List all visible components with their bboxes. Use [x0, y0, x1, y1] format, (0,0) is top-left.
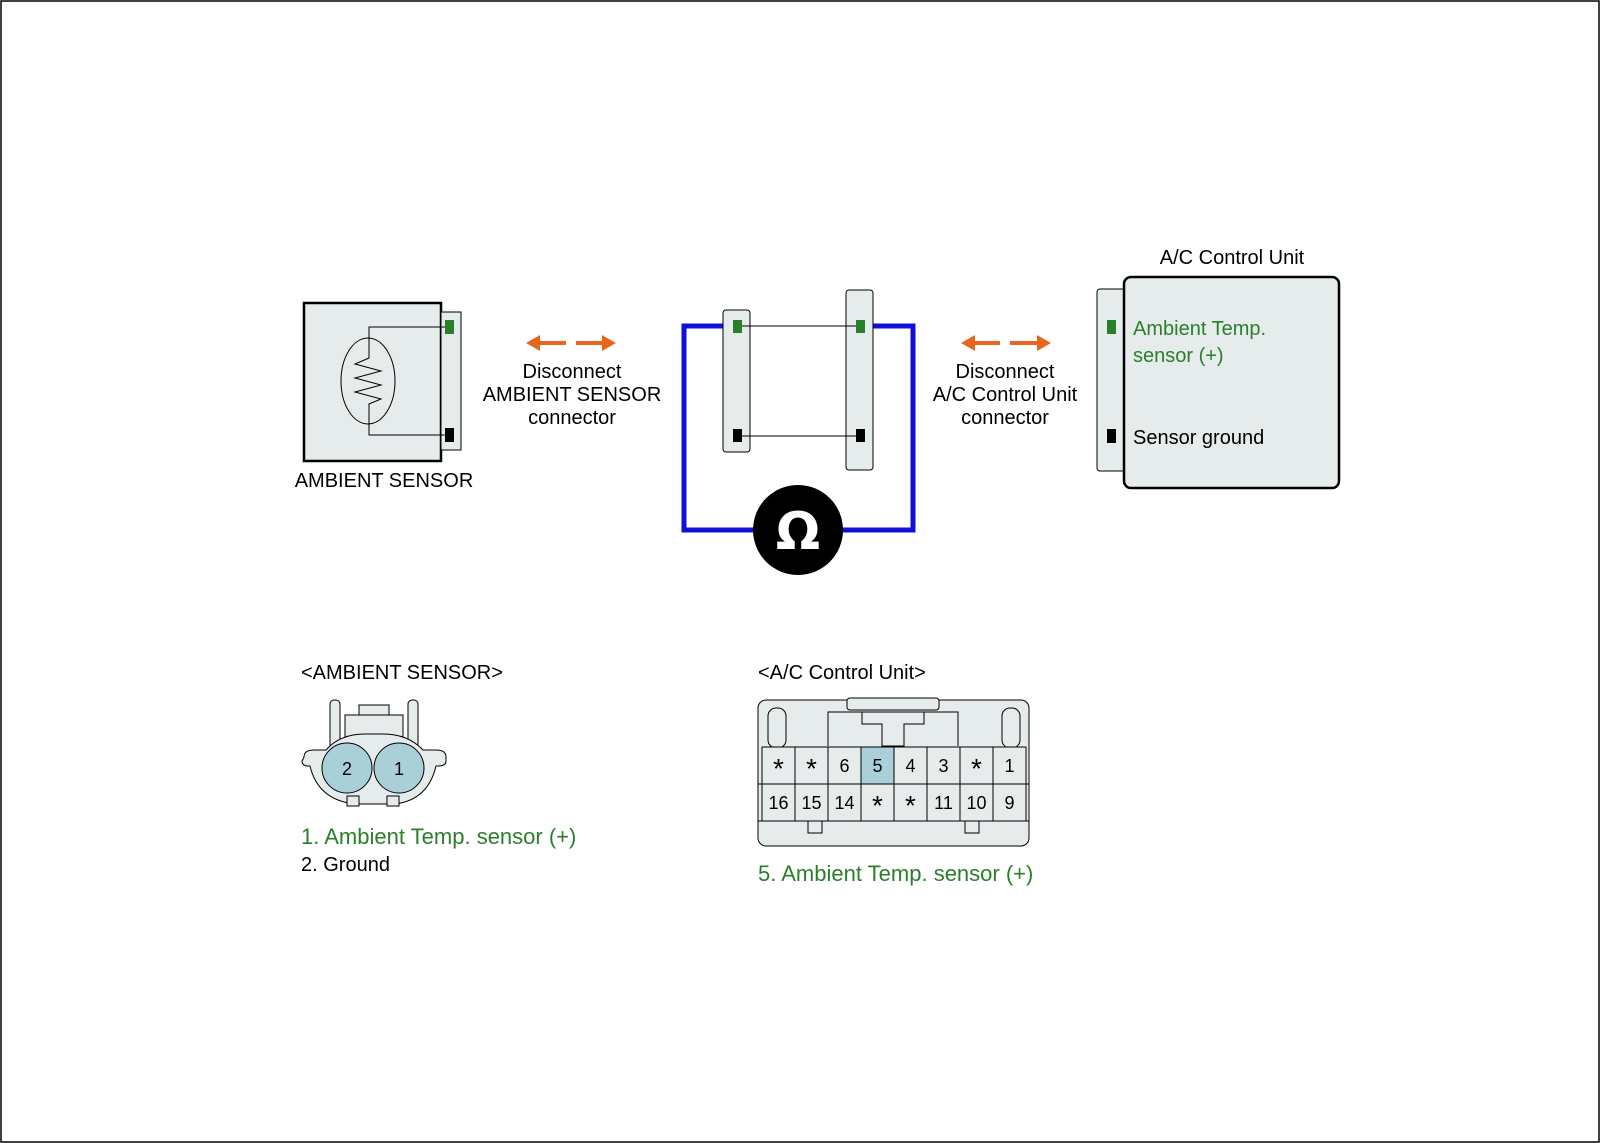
terminal-signal-ambient-side: [733, 320, 742, 333]
ac-pin-cell: [926, 783, 961, 822]
ac-pin-label: 3: [938, 756, 948, 776]
ac-connector-foot-left: [807, 820, 823, 834]
harness-connector-ambient-side: [722, 309, 751, 453]
ac-pin-label: *: [773, 753, 784, 784]
disconnect-ac-line3: connector: [961, 407, 1049, 429]
disconnect-ambient-line3: connector: [528, 407, 616, 429]
ambient-pin-1-label: 1: [394, 759, 404, 779]
ac-unit-body: [1122, 275, 1341, 490]
ambient-legend-1: 1. Ambient Temp. sensor (+): [301, 824, 576, 849]
ac-connector-title: <A/C Control Unit>: [758, 662, 926, 684]
ohmmeter-body: [753, 485, 843, 575]
arrow-right-icon: [602, 335, 616, 351]
probe-lead-left: [681, 323, 760, 533]
ac-pin-cell: [827, 783, 862, 822]
disconnect-ac-line1: Disconnect: [956, 361, 1055, 383]
ac-connector-legend: 5. Ambient Temp. sensor (+): [758, 861, 1033, 886]
disconnect-ambient-line1: Disconnect: [523, 361, 622, 383]
ac-pin-cell: [827, 746, 862, 785]
measurement-circuit: Ω: [681, 289, 916, 575]
ac-unit-signal-label-line1: Ambient Temp.: [1133, 318, 1266, 340]
ac-pin-label: 9: [1004, 793, 1014, 813]
ac-unit-ground-label: Sensor ground: [1133, 427, 1264, 449]
ac-pin-cell: [893, 783, 928, 822]
ac-pin-cell: [860, 746, 895, 785]
ac-pin-cell: [761, 783, 796, 822]
arrow-left-icon: [526, 335, 540, 351]
ac-pin-cell: [893, 746, 928, 785]
ambient-connector-face: <AMBIENT SENSOR> 2 1 1. Ambient Temp. se…: [301, 662, 576, 876]
arrow-left-icon: [961, 335, 975, 351]
ac-pin-label: 15: [801, 793, 821, 813]
ac-pin-cell: [959, 783, 994, 822]
ac-pin-cell: [992, 783, 1027, 822]
ac-pin-label: *: [806, 753, 817, 784]
harness-connector-ac-side: [845, 289, 874, 471]
ambient-pin-2: [321, 742, 373, 794]
ac-pin-label: 11: [934, 793, 953, 813]
ambient-connector-title: <AMBIENT SENSOR>: [301, 662, 503, 684]
ambient-sensor: AMBIENT SENSOR: [295, 301, 474, 492]
thermistor-outline: [340, 337, 396, 425]
ac-pin-label: *: [872, 790, 883, 821]
ac-pin-label: 14: [834, 793, 854, 813]
disconnect-ambient-label: Disconnect AMBIENT SENSOR connector: [483, 361, 662, 429]
ac-pin-label: 10: [966, 793, 986, 813]
ac-pin-cell: [761, 746, 796, 785]
ac-connector-key: [861, 712, 925, 747]
ac-pin-cell: [926, 746, 961, 785]
ac-pin-label: 16: [768, 793, 788, 813]
housing-foot-left: [346, 795, 360, 807]
ac-connector-top-tab: [846, 697, 940, 711]
disconnect-ac-line2: A/C Control Unit: [933, 384, 1078, 406]
ac-unit-pin-signal: [1107, 320, 1116, 334]
ambient-sensor-internal-wiring: [368, 326, 445, 436]
ac-connector-pin-grid: * * 6 5 4 3 * 1 16 15 14 * * 11 10 9: [761, 746, 1027, 822]
probe-lead-right: [837, 323, 916, 533]
disconnect-ambient-arrows: [526, 335, 616, 351]
ac-pin-label: 1: [1004, 756, 1014, 776]
disconnect-ac-label: Disconnect A/C Control Unit connector: [933, 361, 1078, 429]
ambient-sensor-label: AMBIENT SENSOR: [295, 470, 474, 492]
ac-unit-title: A/C Control Unit: [1160, 247, 1305, 269]
arrow-right-icon: [1037, 335, 1051, 351]
ac-connector-latch-right: [1001, 707, 1021, 749]
ambient-sensor-pin-signal: [445, 320, 454, 334]
ac-pin-label: *: [971, 753, 982, 784]
ac-connector-latch-left: [767, 707, 787, 749]
thermistor-icon: [353, 351, 383, 411]
ac-pin-cell: [794, 783, 829, 822]
ac-pin-label: 5: [872, 756, 882, 776]
ac-pin-label: 6: [839, 756, 849, 776]
ac-pin-cell: [860, 783, 895, 822]
ac-connector-face: <A/C Control Unit> * * 6 5 4 3 * 1 16 15 14 * * 11 10 9…: [757, 662, 1033, 886]
ambient-sensor-connector: [440, 311, 462, 451]
ac-connector-key-frame: [827, 711, 959, 746]
ac-connector-foot-right: [964, 820, 980, 834]
ac-pin-cell: [959, 746, 994, 785]
disconnect-ac-arrows: [961, 335, 1051, 351]
ambient-pin-1: [373, 742, 425, 794]
ac-unit-connector: [1096, 288, 1128, 472]
ac-pin-label: 4: [905, 756, 915, 776]
ac-unit-pin-ground: [1107, 429, 1116, 443]
ac-unit-signal-label-line2: sensor (+): [1133, 345, 1224, 367]
terminal-signal-ac-side: [856, 320, 865, 333]
housing-foot-right: [386, 795, 400, 807]
ac-pin-cell: [794, 746, 829, 785]
disconnect-ambient-line2: AMBIENT SENSOR: [483, 384, 662, 406]
ac-pin-label: *: [905, 790, 916, 821]
ambient-sensor-pin-ground: [445, 428, 454, 442]
ohmmeter-icon: Ω: [753, 485, 843, 575]
terminal-ground-ac-side: [856, 429, 865, 442]
ohm-symbol: Ω: [776, 502, 820, 562]
ambient-pin-2-label: 2: [342, 759, 352, 779]
ambient-legend-2: 2. Ground: [301, 854, 390, 876]
ac-control-unit: A/C Control Unit Ambient Temp. sensor (+…: [1096, 247, 1341, 490]
terminal-ground-ambient-side: [733, 429, 742, 442]
